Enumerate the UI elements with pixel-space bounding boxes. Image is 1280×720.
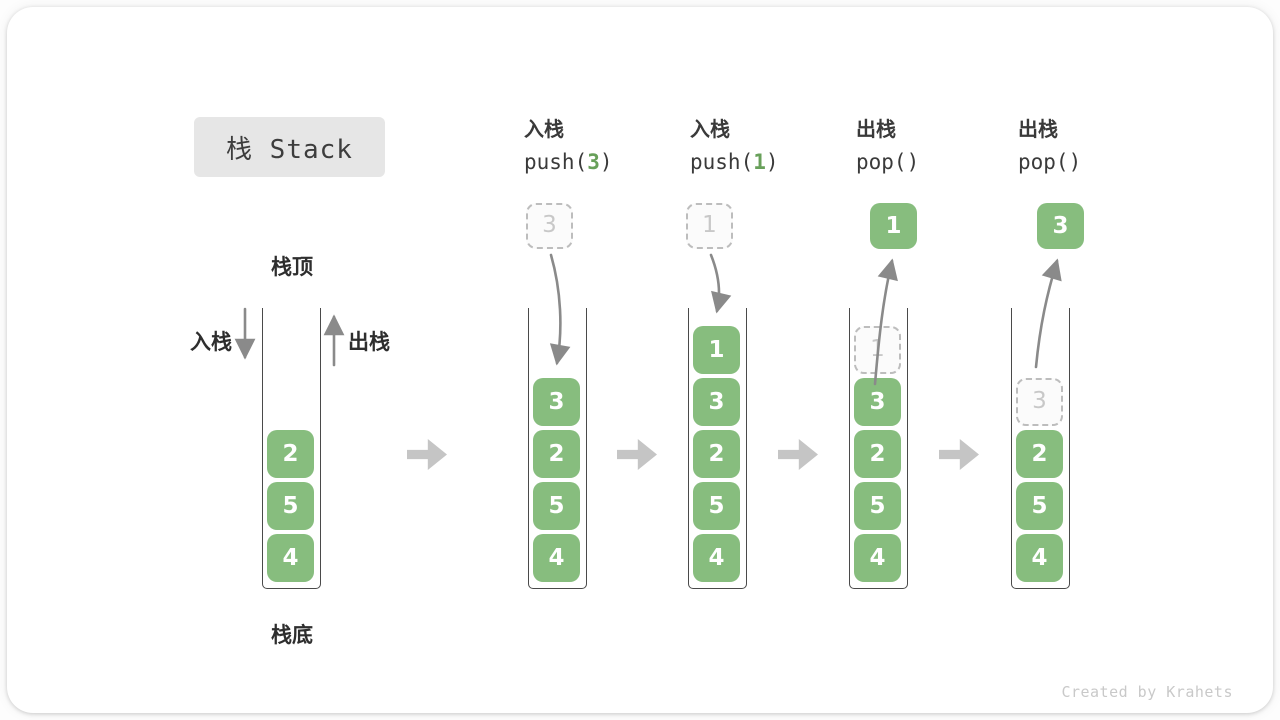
- stack-cell: 4: [533, 534, 580, 582]
- stack-cell: 3: [854, 378, 901, 426]
- popped-value-box: 1: [870, 203, 917, 249]
- stack-cell: 4: [854, 534, 901, 582]
- stack-cell: 5: [693, 482, 740, 530]
- diagram-title: 栈 Stack: [194, 117, 385, 177]
- stack-cell: 5: [267, 482, 314, 530]
- stack-cell: 4: [1016, 534, 1063, 582]
- pop-direction-label: 出栈: [348, 330, 390, 354]
- stack-cell: 5: [854, 482, 901, 530]
- step-code: pop(): [856, 150, 920, 174]
- push-curve-arrow-icon: [709, 253, 732, 314]
- stack-cell: 5: [1016, 482, 1063, 530]
- stack-bottom-label: 栈底: [271, 623, 313, 647]
- step-op-label: 出栈: [1018, 117, 1058, 141]
- watermark: Created by Krahets: [1061, 683, 1233, 701]
- step-header-push-1: 入栈 push(1): [690, 113, 779, 174]
- step-op-label: 入栈: [524, 117, 564, 141]
- pushed-value-box: 3: [526, 203, 573, 249]
- stack-cell: 5: [533, 482, 580, 530]
- step-code: pop(): [1018, 150, 1082, 174]
- stack-cell-removed: 1: [854, 326, 901, 374]
- pushed-value-box: 1: [686, 203, 733, 249]
- diagram-card: 栈 Stack 栈顶 栈底 入栈 出栈 入栈 push(3) 入栈 push(1…: [7, 7, 1273, 713]
- stack-cell: 2: [1016, 430, 1063, 478]
- arrow-layer: [234, 253, 1062, 386]
- stack-cell: 2: [267, 430, 314, 478]
- step-header-push-3: 入栈 push(3): [524, 113, 613, 174]
- step-header-pop-1: 出栈 pop(): [856, 113, 919, 174]
- stack-cell: 4: [693, 534, 740, 582]
- stack-cell: 2: [533, 430, 580, 478]
- step-header-pop-3: 出栈 pop(): [1018, 113, 1081, 174]
- step-code: push(3): [524, 150, 613, 174]
- push-direction-label: 入栈: [190, 330, 232, 354]
- flow-arrow-icon: [407, 439, 447, 470]
- stack-top-label: 栈顶: [271, 255, 313, 279]
- flow-arrow-icon: [939, 439, 979, 470]
- stack-cell: 1: [693, 326, 740, 374]
- step-op-label: 入栈: [690, 117, 730, 141]
- stack-cell: 3: [533, 378, 580, 426]
- step-op-label: 出栈: [856, 117, 896, 141]
- flow-arrow-icon: [778, 439, 818, 470]
- stack-cell: 2: [693, 430, 740, 478]
- stack-cell: 4: [267, 534, 314, 582]
- stack-cell: 2: [854, 430, 901, 478]
- step-code: push(1): [690, 150, 779, 174]
- flow-arrow-icon: [617, 439, 657, 470]
- popped-value-box: 3: [1037, 203, 1084, 249]
- stack-cell-removed: 3: [1016, 378, 1063, 426]
- stack-cell: 3: [693, 378, 740, 426]
